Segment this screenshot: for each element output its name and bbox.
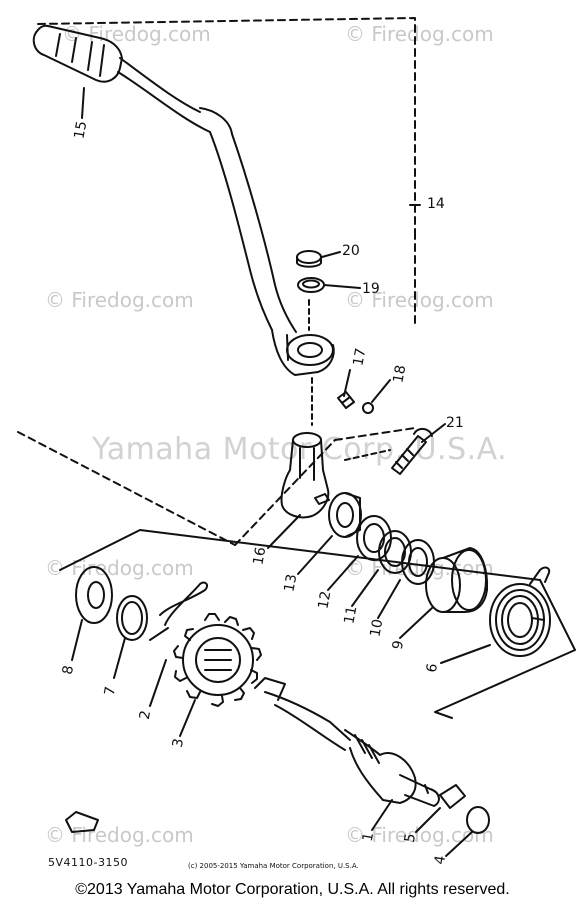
part-label-17: 17 <box>350 346 370 368</box>
stopper <box>439 784 466 809</box>
ball <box>362 402 374 414</box>
kick-boss <box>280 432 330 519</box>
part-label-13: 13 <box>281 572 301 594</box>
front-arrow-icon <box>65 811 99 833</box>
circlip <box>116 595 148 641</box>
part-label-16: 16 <box>250 545 270 567</box>
part-label-14: 14 <box>427 196 445 212</box>
assembly-outline-lower <box>59 529 541 581</box>
assembly-outline-upper <box>37 17 416 233</box>
part-label-15: 15 <box>71 119 91 141</box>
spring-guide <box>425 547 489 613</box>
part-label-21: 21 <box>446 415 464 431</box>
bolt <box>391 428 433 475</box>
spring <box>337 391 355 409</box>
part-label-12: 12 <box>315 589 335 611</box>
part-label-20: 20 <box>342 243 360 259</box>
kick-shaft <box>254 677 440 807</box>
cap <box>296 250 322 264</box>
part-label-11: 11 <box>341 604 361 626</box>
watermark: © Firedog.com <box>45 556 194 580</box>
kick-lever <box>32 24 335 376</box>
watermark: © Firedog.com <box>345 288 494 312</box>
watermark: © Firedog.com <box>345 22 494 46</box>
exploded-view-drawing <box>17 17 576 857</box>
end-circlip <box>466 806 490 834</box>
collar <box>328 492 362 538</box>
inner-copyright: (c) 2005-2015 Yamaha Motor Corporation, … <box>188 862 359 870</box>
part-label-18: 18 <box>390 363 410 385</box>
part-label-19: 19 <box>362 281 380 297</box>
diagram-code: 5V4110-3150 <box>48 856 128 869</box>
part-label-10: 10 <box>367 617 387 639</box>
plain-washer <box>401 539 435 585</box>
torsion-spring <box>489 566 551 657</box>
clip-spring <box>159 581 209 626</box>
ratchet-gear <box>173 613 262 707</box>
watermark: © Firedog.com <box>45 288 194 312</box>
footer-copyright: ©2013 Yamaha Motor Corporation, U.S.A. A… <box>75 881 510 898</box>
thrust-washer <box>75 566 113 624</box>
